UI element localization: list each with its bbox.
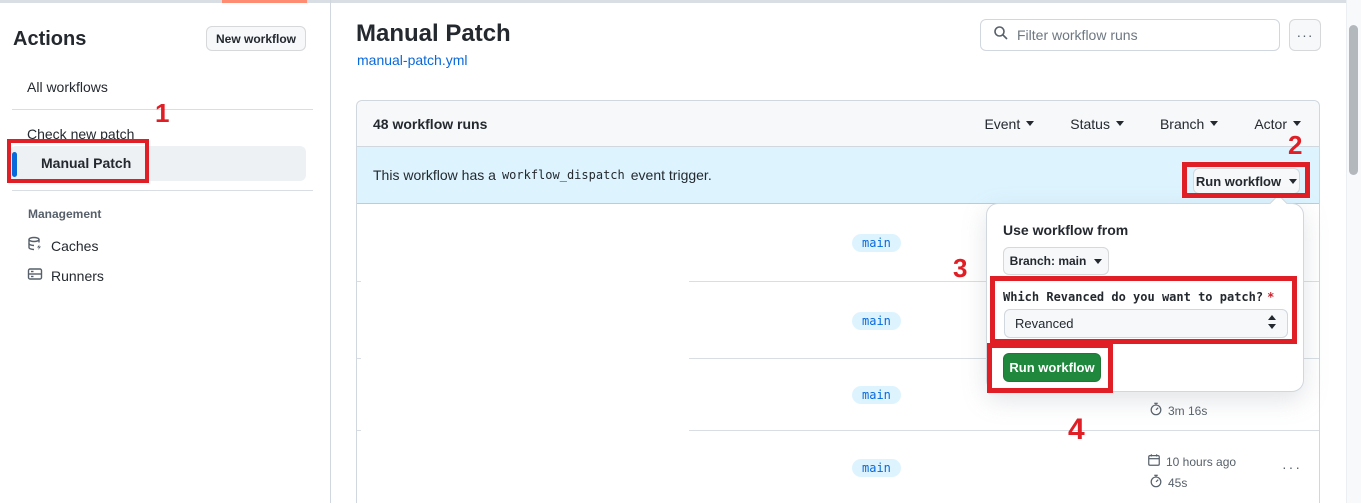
workflow-runs-card: 48 workflow runs Event Status Branch Act… [356, 100, 1320, 503]
search-icon [993, 25, 1009, 46]
workflow-runs-count: 48 workflow runs [373, 115, 488, 132]
chevron-down-icon [1289, 178, 1298, 184]
sidebar-title: Actions [13, 28, 87, 50]
filter-workflow-runs-input[interactable]: Filter workflow runs [980, 19, 1280, 51]
event-filter-dropdown[interactable]: Event [984, 116, 1035, 132]
selected-item-accent-bar [12, 152, 17, 177]
runners-icon [27, 266, 43, 285]
up-down-arrows-icon [1267, 315, 1277, 332]
sidebar-item-manual-patch[interactable] [10, 146, 306, 181]
run-duration: 45s [1149, 474, 1187, 491]
revanced-select[interactable]: Revanced [1004, 309, 1288, 338]
calendar-icon [1147, 453, 1161, 470]
revanced-select-value: Revanced [1015, 316, 1074, 331]
page-title: Manual Patch [356, 20, 511, 47]
run-workflow-popup: Use workflow from Branch: main Which Rev… [986, 194, 1304, 392]
sidebar-divider [12, 109, 313, 110]
cache-database-icon [27, 236, 43, 255]
use-workflow-from-label: Use workflow from [1003, 222, 1129, 238]
required-marker: * [1267, 290, 1275, 304]
filter-dropdowns: Event Status Branch Actor [984, 116, 1303, 132]
sidebar-item-label: Caches [51, 237, 99, 254]
status-filter-dropdown[interactable]: Status [1070, 116, 1124, 132]
workflow-dispatch-code: workflow_dispatch [501, 168, 625, 182]
sidebar-divider [12, 190, 313, 191]
workflow-run-row[interactable]: main [357, 204, 1319, 282]
page-more-options-button[interactable]: ··· [1289, 19, 1321, 51]
stopwatch-icon [1149, 474, 1163, 491]
sidebar-item-all-workflows[interactable]: All workflows [27, 79, 108, 95]
search-placeholder: Filter workflow runs [1017, 27, 1138, 43]
sidebar-item-label: Runners [51, 267, 104, 284]
actions-tab-underline [222, 0, 307, 3]
sidebar-item-manual-patch-label: Manual Patch [41, 155, 132, 171]
branch-badge[interactable]: main [852, 311, 901, 330]
sidebar-item-check-new-patch[interactable]: Check new patch [27, 126, 135, 142]
run-duration: 3m 16s [1149, 402, 1207, 419]
workflow-input-label: Which Revanced do you want to patch?* [1003, 290, 1275, 304]
branch-badge[interactable]: main [852, 386, 901, 404]
run-more-options-button[interactable]: ··· [1282, 459, 1302, 475]
new-workflow-button[interactable]: New workflow [206, 26, 306, 51]
top-tabbar-edge [0, 0, 1346, 3]
branch-selector-button[interactable]: Branch: main [1003, 247, 1109, 275]
actions-sidebar: Actions New workflow All workflows Check… [0, 3, 330, 503]
workflow-file-link[interactable]: manual-patch.yml [357, 52, 468, 68]
scrollbar-thumb[interactable] [1349, 25, 1358, 175]
management-section-label: Management [28, 207, 102, 221]
actor-filter-dropdown[interactable]: Actor [1254, 116, 1301, 132]
runs-table-header: 48 workflow runs Event Status Branch Act… [357, 101, 1319, 147]
run-workflow-submit-button[interactable]: Run workflow [1003, 353, 1101, 382]
chevron-down-icon [1210, 121, 1219, 126]
chevron-down-icon [1026, 121, 1035, 126]
chevron-down-icon [1293, 121, 1301, 126]
sidebar-separator [330, 0, 331, 503]
workflow-run-row[interactable]: main 10 hours ago 45s ··· [357, 430, 1319, 504]
workflow-dispatch-banner: This workflow has a workflow_dispatch ev… [357, 147, 1319, 204]
branch-filter-dropdown[interactable]: Branch [1160, 116, 1219, 132]
chevron-down-icon [1094, 258, 1103, 264]
branch-badge[interactable]: main [852, 458, 901, 477]
chevron-down-icon [1115, 121, 1124, 126]
branch-badge[interactable]: main [852, 234, 901, 252]
banner-text: event trigger. [630, 167, 712, 183]
stopwatch-icon [1149, 402, 1163, 419]
run-time: 10 hours ago [1147, 453, 1236, 470]
sidebar-item-caches[interactable]: Caches [27, 236, 98, 255]
run-workflow-dropdown-button[interactable]: Run workflow [1193, 168, 1300, 194]
banner-text: This workflow has a [373, 167, 496, 183]
sidebar-item-runners[interactable]: Runners [27, 266, 104, 285]
